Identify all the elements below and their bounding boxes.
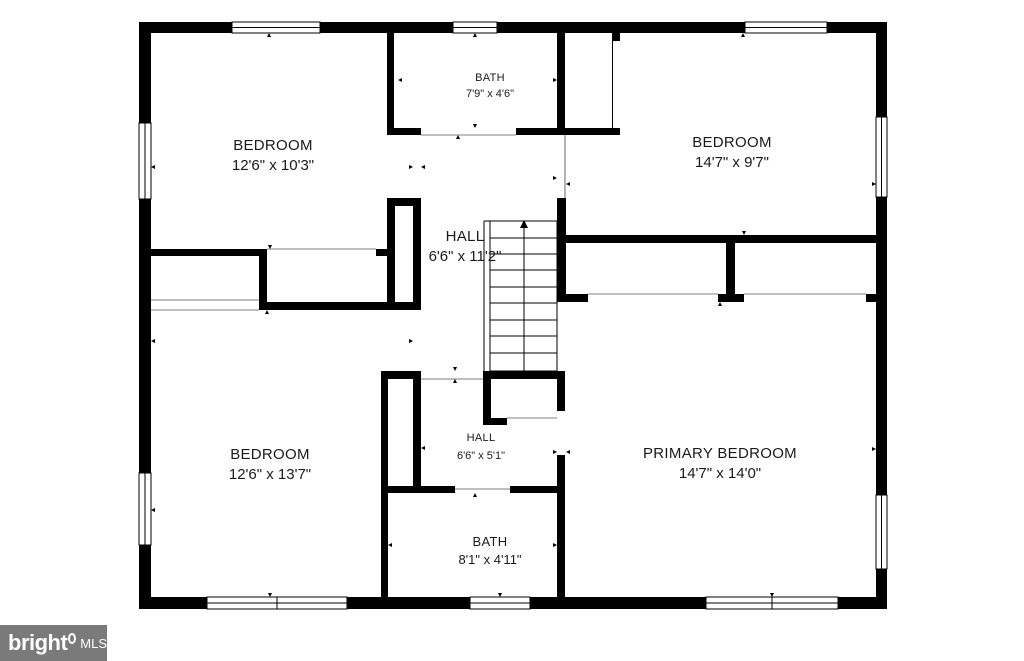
opening-lines (151, 134, 866, 490)
room-dimensions: 12'6" x 10'3" (232, 157, 314, 174)
room-dimensions: 12'6" x 13'7" (229, 466, 311, 483)
stairs-arrow-icon (520, 220, 528, 228)
room-label-bedroom-sw: BEDROOM 12'6" x 13'7" (229, 446, 311, 483)
room-name: HALL (467, 432, 496, 444)
room-dimensions: 14'7" x 9'7" (695, 154, 769, 171)
room-name: PRIMARY BEDROOM (643, 445, 797, 462)
room-name: HALL (446, 228, 485, 245)
room-dimensions: 8'1" x 4'11" (458, 552, 521, 567)
door-markers (151, 33, 876, 597)
room-name: BEDROOM (233, 137, 313, 154)
room-label-bath-top: BATH 7'9" x 4'6" (466, 72, 514, 100)
room-label-hall-small: HALL 6'6" x 5'1" (457, 432, 505, 462)
room-dimensions: 6'6" x 11'2" (429, 248, 502, 265)
room-label-bedroom-ne: BEDROOM 14'7" x 9'7" (692, 134, 772, 171)
bright-mls-logo: bright MLS (0, 625, 107, 661)
room-dimensions: 14'7" x 14'0" (679, 465, 761, 482)
room-label-bath-bottom: BATH 8'1" x 4'11" (458, 534, 521, 567)
room-name: BEDROOM (230, 446, 310, 463)
interior-walls (139, 22, 876, 609)
room-name: BATH (473, 534, 508, 549)
logo-wordmark: bright (8, 630, 68, 655)
windows (138, 21, 888, 610)
logo-suffix: MLS (80, 635, 107, 651)
room-name: BATH (475, 72, 505, 84)
logo-dot-icon (68, 632, 77, 644)
room-name: BEDROOM (692, 134, 772, 151)
exterior-walls (139, 22, 887, 609)
stairs (483, 220, 558, 372)
room-label-primary-bedroom: PRIMARY BEDROOM 14'7" x 14'0" (643, 445, 797, 482)
room-dimensions: 6'6" x 5'1" (457, 450, 505, 462)
room-label-hall-main: HALL 6'6" x 11'2" (429, 228, 502, 265)
room-label-bedroom-nw: BEDROOM 12'6" x 10'3" (232, 137, 314, 174)
room-dimensions: 7'9" x 4'6" (466, 88, 514, 100)
